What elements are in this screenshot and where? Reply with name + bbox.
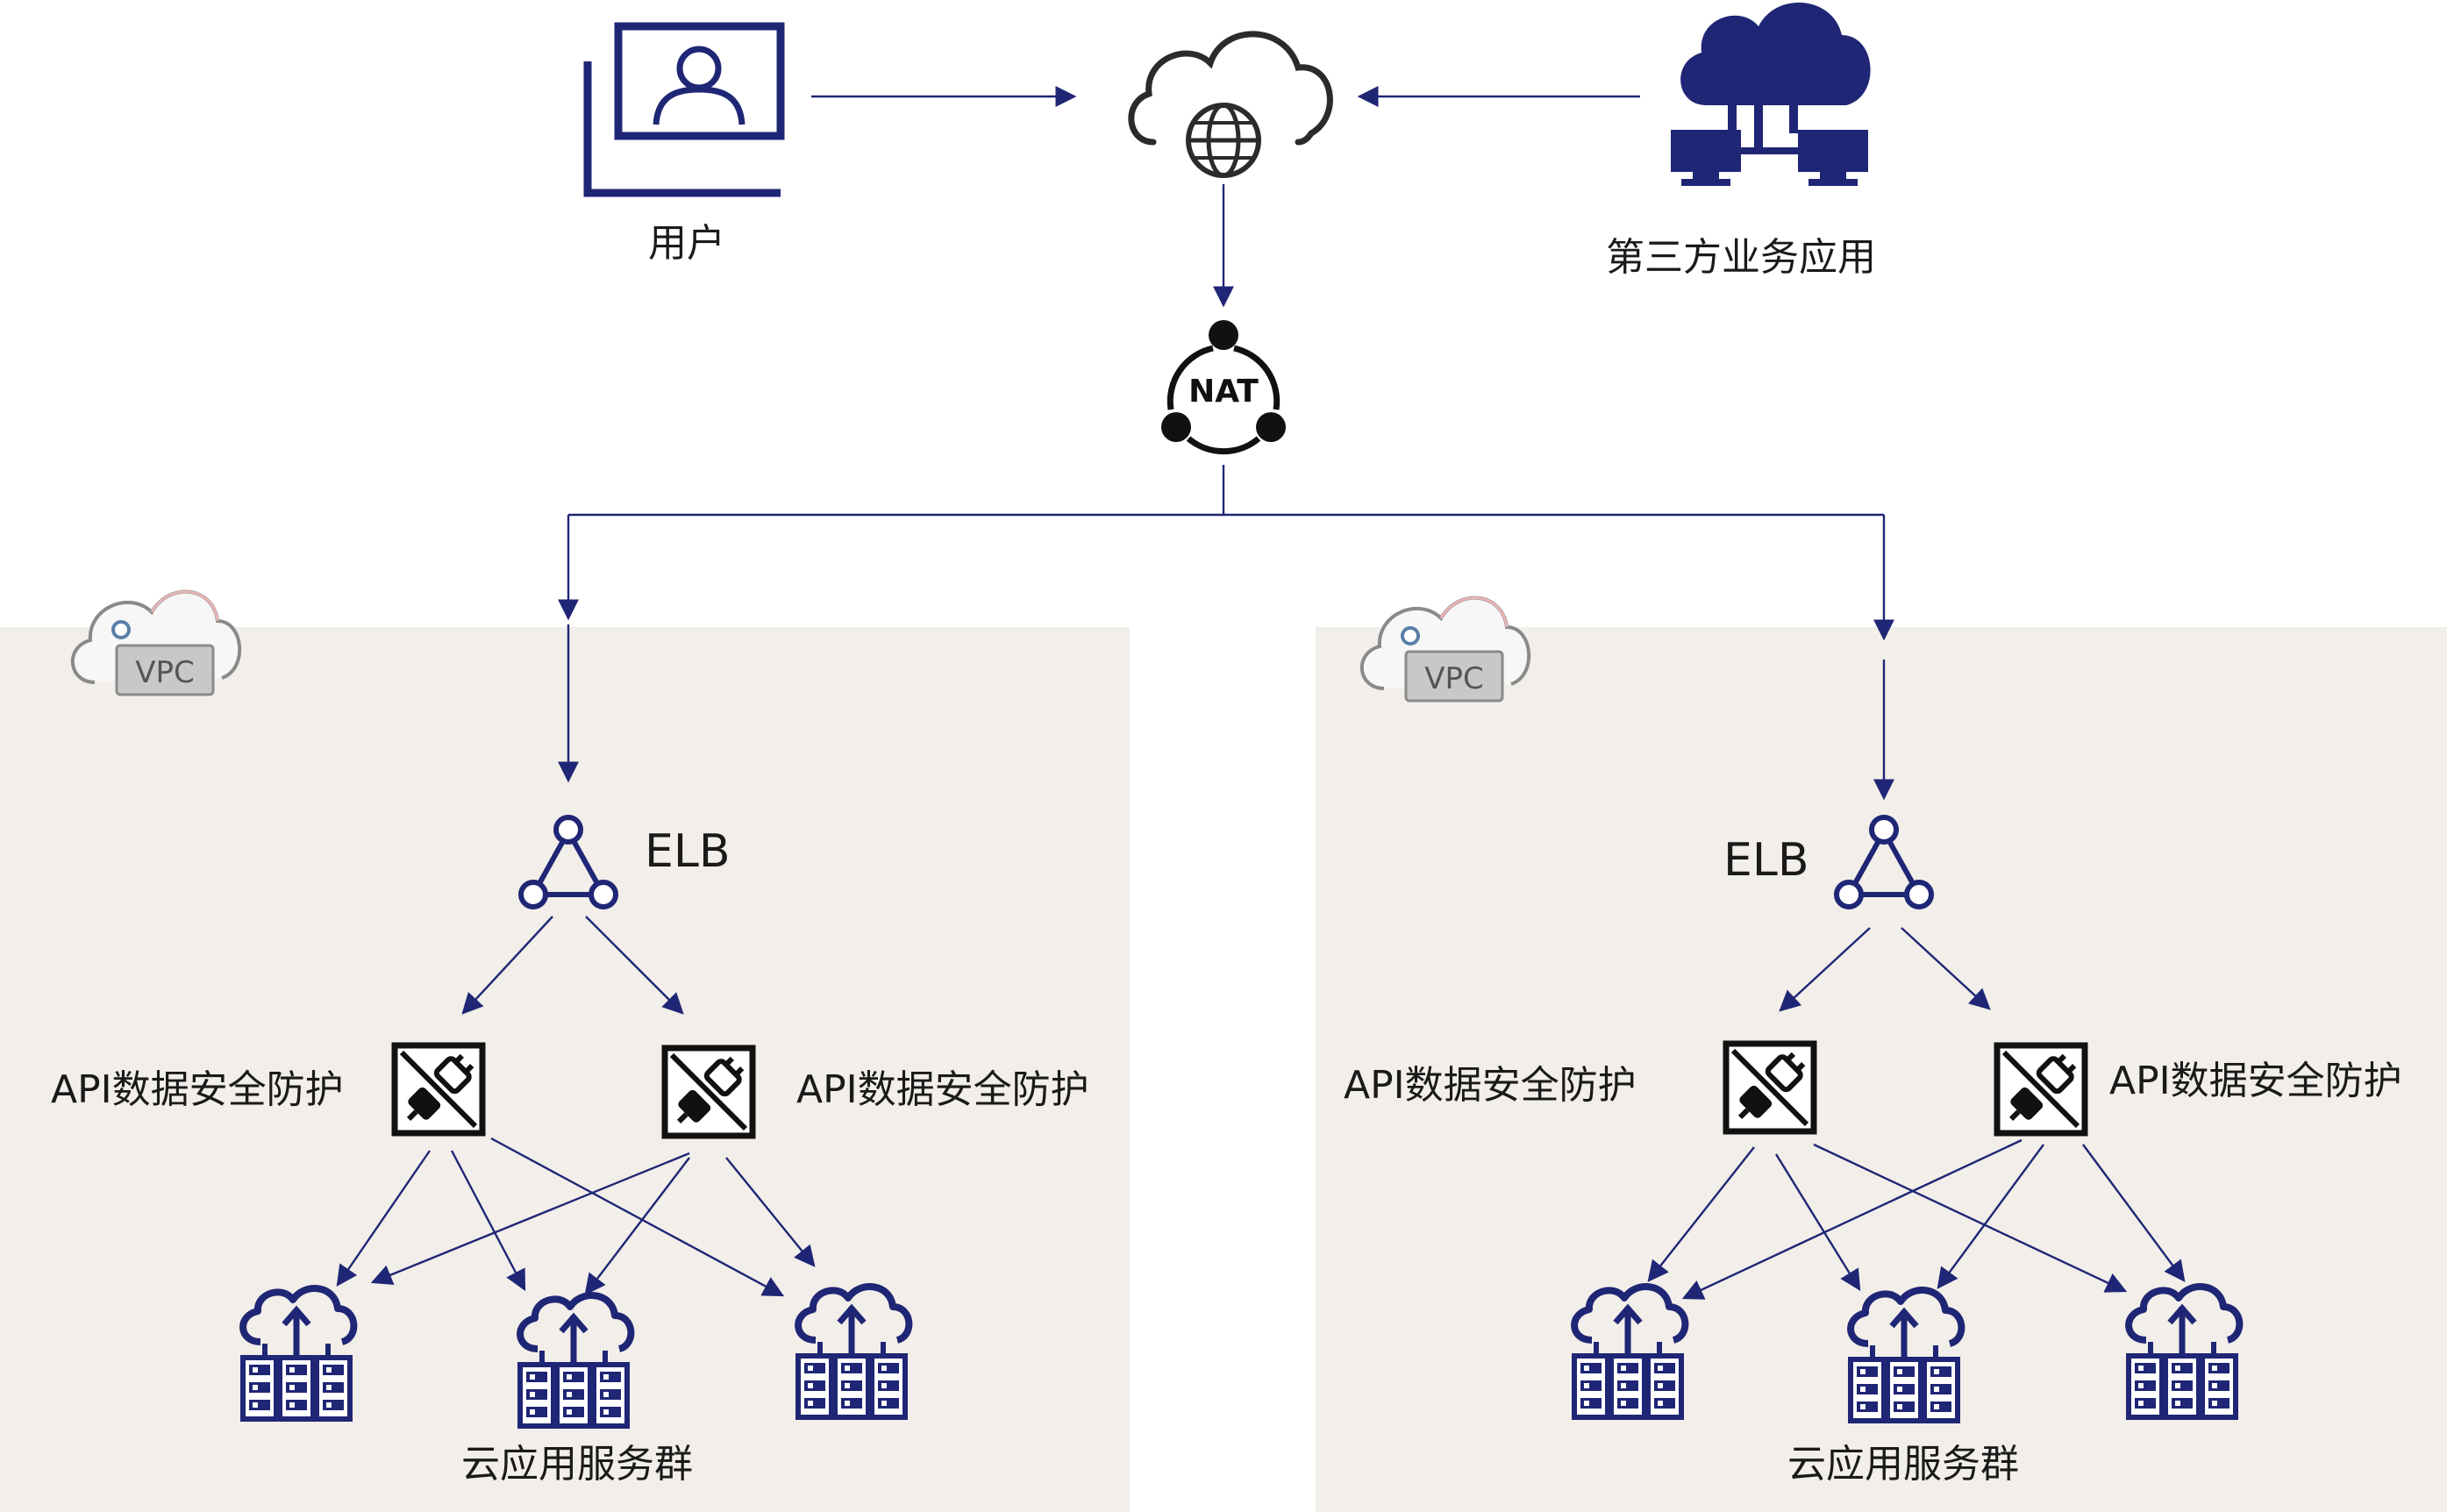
left-elb-to-api-left-arrow bbox=[461, 916, 553, 1015]
left-servers-label: 云应用服务群 bbox=[461, 1442, 693, 1487]
right-servers-label: 云应用服务群 bbox=[1787, 1442, 2019, 1487]
internet-cloud-icon bbox=[1131, 34, 1331, 175]
api-shield-icon bbox=[665, 1048, 753, 1136]
api-shield-icon bbox=[1997, 1045, 2085, 1133]
left-vpc-badge: VPC bbox=[135, 655, 195, 690]
left-link bbox=[490, 1137, 785, 1297]
api-shield-icon bbox=[1726, 1044, 1814, 1131]
left-link bbox=[336, 1150, 431, 1287]
api-shield-icon bbox=[395, 1045, 482, 1133]
left-link bbox=[725, 1157, 816, 1267]
third-party-label: 第三方业务应用 bbox=[1606, 235, 1876, 280]
left-api-left-label: API数据安全防护 bbox=[51, 1067, 344, 1112]
right-link bbox=[2082, 1144, 2186, 1282]
right-elb-label: ELB bbox=[1723, 834, 1809, 887]
left-elb-to-api-right-arrow bbox=[585, 916, 684, 1015]
user-monitor-icon bbox=[588, 26, 781, 193]
left-api-right-label: API数据安全防护 bbox=[796, 1067, 1089, 1112]
right-link bbox=[1937, 1144, 2044, 1289]
right-vpc-badge: VPC bbox=[1424, 661, 1484, 696]
left-link bbox=[370, 1152, 690, 1285]
nat-label: NAT bbox=[1188, 374, 1259, 410]
cloud-network-icon bbox=[1671, 2, 1871, 187]
nat-distribution-line bbox=[568, 465, 1225, 517]
left-elb-label: ELB bbox=[645, 825, 731, 878]
right-link bbox=[1681, 1138, 2023, 1300]
left-link bbox=[450, 1150, 526, 1292]
right-api-left-label: API数据安全防护 bbox=[1344, 1063, 1637, 1108]
right-link bbox=[1647, 1146, 1755, 1282]
right-elb-to-api-right-arrow bbox=[1901, 927, 1991, 1010]
right-elb-to-api-left-arrow bbox=[1779, 927, 1871, 1012]
left-link bbox=[584, 1157, 690, 1295]
right-link bbox=[1774, 1153, 1861, 1292]
right-api-right-label: API数据安全防护 bbox=[2109, 1059, 2402, 1103]
user-label: 用户 bbox=[648, 221, 725, 266]
right-link bbox=[1813, 1143, 2128, 1293]
